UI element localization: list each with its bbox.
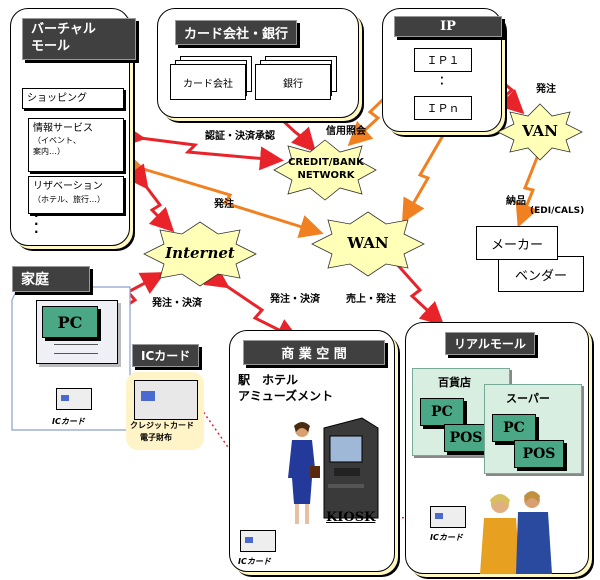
label-credit-inquiry: 信用照会: [326, 126, 366, 137]
couple-figure-icon: [480, 491, 552, 574]
label-sales-order: 売上・発注: [346, 294, 396, 305]
kiosk-label: KIOSK: [326, 510, 376, 525]
arrow-mall-wan: [119, 151, 324, 239]
kiosk-machine-icon: [323, 417, 379, 519]
super-label: スーパー: [506, 392, 550, 405]
woman-figure-icon: [288, 422, 320, 524]
commercial-ic-card-icon: [240, 530, 276, 552]
label-edi: (EDI/CALS): [530, 206, 585, 216]
card-company-box: カード会社: [170, 64, 246, 100]
arrow-wan-realmall: [374, 240, 445, 327]
label-order-top: 発注: [536, 84, 556, 95]
label-auth: 認証・決済承認: [205, 131, 275, 142]
label-delivery: 納品: [506, 196, 526, 207]
home-ic-card-label: ICカード: [52, 417, 85, 426]
ic-card-title: ICカード: [132, 344, 200, 367]
arrow-ip-wan: [402, 110, 465, 224]
arrow-bank-credit: [258, 96, 317, 153]
wan-star: [311, 211, 425, 277]
realmall-ic-card-icon: [430, 506, 466, 528]
arrow-van-maker: [515, 128, 558, 228]
bank-box: 銀行: [255, 64, 331, 100]
realmall-ic-card-label: ICカード: [430, 533, 463, 542]
dept-pos-box: POS: [444, 424, 488, 452]
internet-star: [143, 221, 257, 287]
virtual-mall-title: バーチャル モール: [22, 18, 136, 60]
van-label: VAN: [522, 122, 558, 140]
wan-label: WAN: [347, 234, 389, 252]
dept-store-label: 百貨店: [438, 376, 471, 389]
label-order-mid: 発注: [214, 199, 234, 210]
credit-network-label: CREDIT/BANK NETWORK: [288, 157, 364, 181]
ip-dots: ··: [440, 73, 444, 90]
label-order-settle-left: 発注・決済: [152, 298, 202, 309]
ip-title: IP: [394, 16, 502, 37]
maker-box: メーカー: [476, 226, 558, 260]
mall-more-dots: ···: [34, 209, 39, 239]
real-mall-title: リアルモール: [445, 332, 535, 355]
mall-item-info-service: 情報サービス （イベント、 案内…）: [28, 118, 124, 172]
mall-item-reservation-sub: （ホテル、旅行…）: [33, 195, 105, 204]
arrow-internet-commercial: [203, 264, 301, 341]
label-order-settle-mid: 発注・決済: [270, 294, 320, 305]
credit-card-icon: [134, 380, 198, 420]
credit-network-star: [273, 139, 377, 201]
mall-item-info-sub: （イベント、 案内…）: [33, 136, 81, 156]
commercial-title: 商 業 空 間: [243, 340, 385, 365]
dept-pc-box: PC: [420, 398, 464, 426]
mall-item-reservation-label: リザベーション: [33, 181, 103, 192]
super-pc-box: PC: [492, 414, 536, 442]
ip1-box: ＩＰ１: [414, 48, 472, 72]
home-pc-screen: PC: [42, 306, 98, 338]
arrow-mall-internet: [124, 163, 175, 233]
credit-card-label: クレジットカード: [130, 421, 194, 430]
van-star: [497, 103, 583, 161]
ipn-box: ＩＰｎ: [414, 96, 472, 120]
commercial-ic-card-label: ICカード: [238, 557, 271, 566]
mall-item-info-label: 情報サービス: [33, 123, 93, 134]
home-title: 家庭: [12, 266, 90, 292]
card-bank-title: カード会社・銀行: [175, 20, 298, 45]
commercial-places: 駅 ホテル アミューズメント: [238, 373, 334, 403]
home-ic-card-icon: [56, 388, 92, 410]
mall-item-shopping: ショッピング: [22, 88, 124, 109]
e-wallet-label: 電子財布: [140, 433, 172, 442]
internet-label: Internet: [165, 244, 235, 262]
super-pos-box: POS: [514, 440, 564, 468]
vendor-box: ベンダー: [498, 256, 584, 292]
mall-item-reservation: リザベーション （ホテル、旅行…）: [28, 176, 124, 214]
